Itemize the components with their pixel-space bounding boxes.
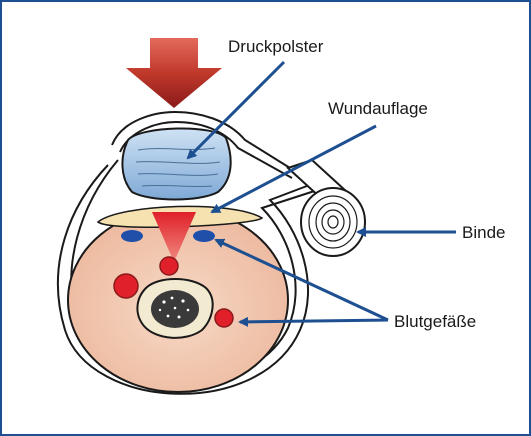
pressure-arrow-icon [126,38,222,108]
vein-right [193,230,215,242]
pointer-lines [186,60,456,327]
label-wundauflage: Wundauflage [328,99,428,118]
label-druckpolster: Druckpolster [228,37,324,56]
pressure-pad [121,127,232,201]
vein-left [121,230,143,242]
artery-right [214,308,234,328]
bone-icon [136,278,214,339]
wound-wedge [152,212,196,262]
bandage-roll-icon [286,158,366,257]
label-binde: Binde [462,223,505,242]
blood-vessels [113,230,234,328]
artery-center [159,256,179,276]
artery-left [113,273,139,299]
label-blutgefaesse: Blutgefäße [394,312,476,331]
